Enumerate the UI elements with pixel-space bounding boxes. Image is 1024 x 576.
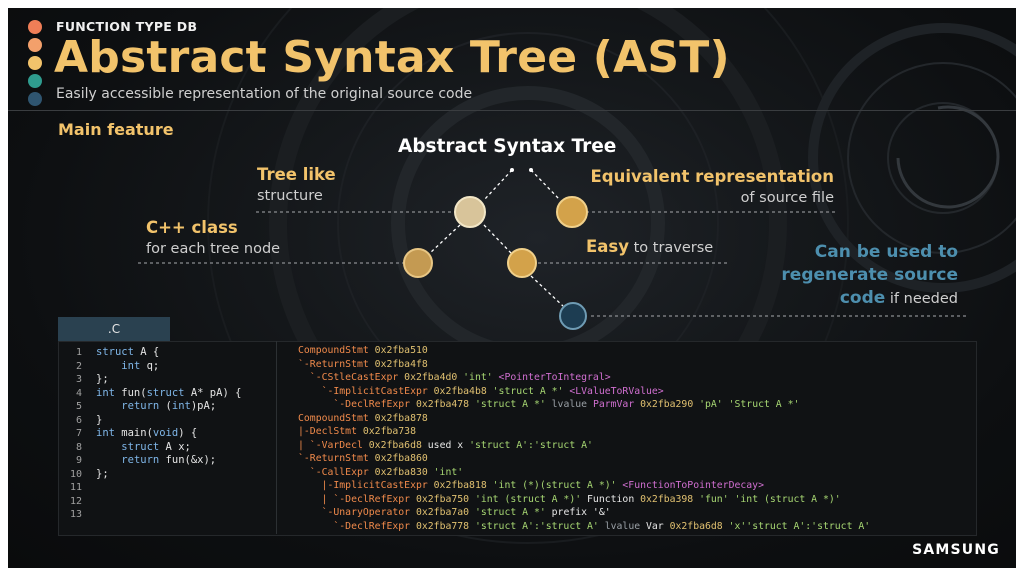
header-dot-3 [28,56,42,70]
line-number: 2 [75,360,82,372]
source-line: return fun(&x); [121,454,217,466]
edge-root-mid [483,224,512,254]
line-number: 6 [75,414,82,426]
line-number: 13 [69,509,82,520]
tree-node-leaf [559,302,587,330]
ast-line: `-ReturnStmt 0x2fba4f8 [298,358,428,370]
tree-node-mid [507,248,537,278]
source-line: struct A x; [121,440,191,453]
header-divider [8,110,1016,111]
edge-top-root [483,169,513,201]
line-number: 1 [75,347,82,358]
ast-line: | `-VarDecl 0x2fba6d8 used x 'struct A':… [298,439,593,451]
ast-line: `-DeclRefExpr 0x2fba778 'struct A':'stru… [298,520,871,532]
section-label: Main feature [58,120,174,139]
ast-line: `-DeclRefExpr 0x2fba478 'struct A *' lva… [298,399,800,410]
edge-root-left [429,224,461,254]
label-tree-like-heading: Tree like [257,165,336,184]
code-panel [58,341,977,536]
source-line: return (int)pA; [121,400,217,412]
ast-dump: CompoundStmt 0x2fba510 `-ReturnStmt 0x2fb… [298,344,870,533]
ast-tree-diagram [138,168,968,330]
ast-line: | `-DeclRefExpr 0x2fba750 'int (struct A… [298,493,841,505]
line-number: 11 [69,482,82,493]
ast-line: |-ImplicitCastExpr 0x2fba818 'int (*)(st… [298,480,764,491]
source-line: }; [96,373,109,385]
eyebrow-label: FUNCTION TYPE DB [56,19,198,34]
header-dot-2 [28,38,42,52]
label-cpp-class-text: for each tree node [146,241,281,257]
header-dot-5 [28,92,42,106]
label-easy-text: to traverse [628,240,714,256]
label-regenerate-line1: Can be used to [814,242,958,262]
page-title: Abstract Syntax Tree (AST) [54,32,730,83]
file-tab[interactable]: .C [58,317,170,341]
source-line: } [96,413,103,426]
label-easy-heading: Easy [586,237,629,256]
edge-top-right [530,169,561,201]
line-number: 4 [75,387,82,399]
ast-line: CompoundStmt 0x2fba878 [298,412,428,424]
line-number: 3 [75,374,82,385]
page-subtitle: Easily accessible representation of the … [56,86,473,102]
source-line: int q; [121,359,160,372]
label-equivalent-heading: Equivalent representation [590,167,834,186]
line-number: 5 [75,401,82,412]
ast-line: CompoundStmt 0x2fba510 [298,345,428,356]
header-dot-1 [28,20,42,34]
line-number: 10 [69,468,82,480]
tree-endpoint-left [510,168,514,172]
line-number: 12 [69,495,82,507]
brand-logo: SAMSUNG [912,542,1000,558]
header-dot-4 [28,74,42,88]
edge-mid-leaf [530,275,564,307]
ast-line: `-CStleCastExpr 0x2fba4d0 'int' <Pointer… [298,372,611,383]
source-line: int fun(struct A* pA) { [96,386,242,399]
slide: FUNCTION TYPE DB Abstract Syntax Tree (A… [8,8,1016,568]
tree-endpoint-right [529,168,533,172]
source-line: struct A { [96,346,160,358]
label-cpp-class: C++ class for each tree node [146,217,280,259]
tree-node-left [403,248,433,278]
label-equivalent: Equivalent representation of source file [591,166,834,208]
tree-node-right [556,196,588,228]
label-regenerate-line2: regenerate source [781,265,958,285]
ast-line: |-DeclStmt 0x2fba738 [298,426,416,437]
label-tree-like: Tree like structure [257,164,336,206]
code-divider [276,341,277,534]
tree-node-root [454,196,486,228]
label-regenerate: Can be used to regenerate source code if… [781,241,958,311]
ast-line: `-ImplicitCastExpr 0x2fba4b8 'struct A *… [298,385,664,397]
label-easy: Easy to traverse [586,237,713,256]
label-regenerate-code: code [839,288,886,308]
ast-line: `-CallExpr 0x2fba830 'int' [298,466,464,478]
label-regenerate-rest: if needed [885,291,958,307]
ast-line: `-UnaryOperator 0x2fba7a0 'struct A *' p… [298,507,611,518]
line-number: 7 [75,428,82,439]
source-line: int main(void) { [96,427,198,439]
line-number: 9 [75,455,82,466]
source-line: }; [96,467,109,480]
line-number: 8 [75,441,82,453]
label-cpp-class-heading: C++ class [146,218,238,237]
label-equivalent-text: of source file [740,190,834,206]
diagram-title: Abstract Syntax Tree [398,136,617,157]
label-regenerate-line3: code if needed [781,287,958,311]
source-code: struct A { int q;};int fun(struct A* pA)… [96,346,241,481]
label-tree-like-text: structure [257,188,323,204]
ast-line: `-ReturnStmt 0x2fba860 [298,453,428,464]
